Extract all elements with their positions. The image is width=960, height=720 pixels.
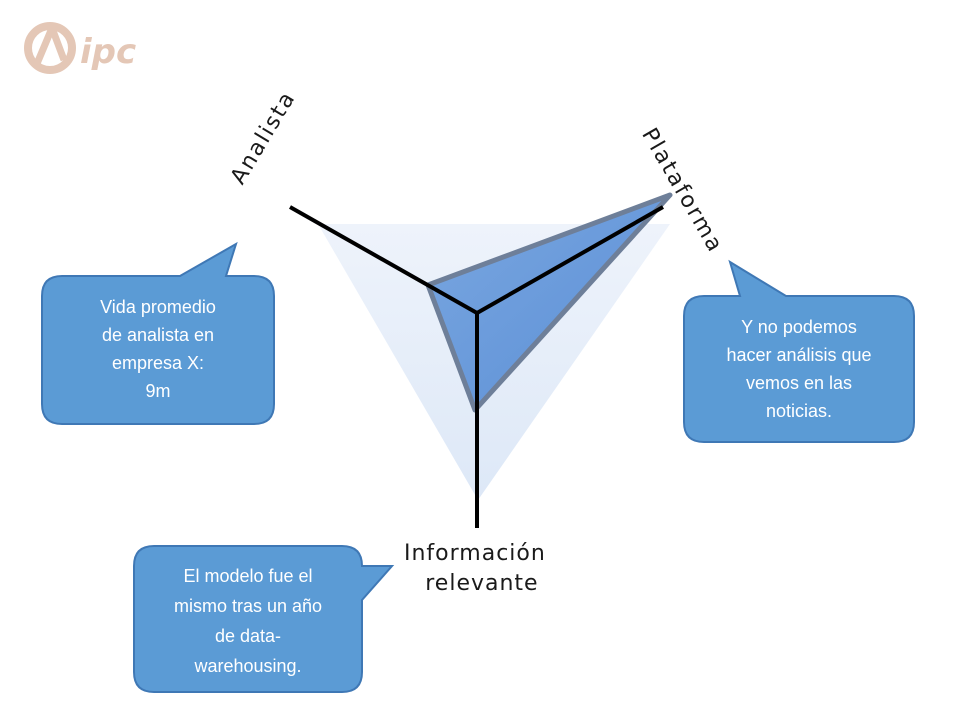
callout-bottom-line2: mismo tras un año [174, 596, 322, 616]
callout-right-line2: hacer análisis que [726, 345, 871, 365]
callout-right: Y no podemos hacer análisis que vemos en… [683, 259, 915, 443]
callout-right-line4: noticias. [766, 401, 832, 421]
callout-right-line1: Y no podemos [741, 317, 857, 337]
axis-analista [289, 205, 478, 315]
callout-left-line1: Vida promedio [100, 297, 216, 317]
callout-bottom-line4: warehousing. [193, 656, 301, 676]
callout-left-line2: de analista en [102, 325, 214, 345]
logo-text: ipc [80, 32, 136, 72]
axis-label-informacion: Información relevante [404, 539, 546, 599]
callout-left: Vida promedio de analista en empresa X: … [41, 241, 275, 425]
axes [289, 205, 664, 528]
callout-bottom: El modelo fue el mismo tras un año de da… [133, 545, 395, 693]
callout-left-line3: empresa X: [112, 353, 204, 373]
axis-plataforma [476, 205, 664, 315]
axis-label-informacion-line1: Información [404, 541, 546, 566]
callout-left-line4: 9m [145, 381, 170, 401]
company-logo: ipc [24, 22, 136, 74]
callout-bottom-line1: El modelo fue el [183, 566, 312, 586]
axis-label-informacion-line2: relevante [425, 571, 539, 596]
callout-right-line3: vemos en las [746, 373, 852, 393]
value-area [425, 192, 673, 413]
callout-bottom-line3: de data- [215, 626, 281, 646]
